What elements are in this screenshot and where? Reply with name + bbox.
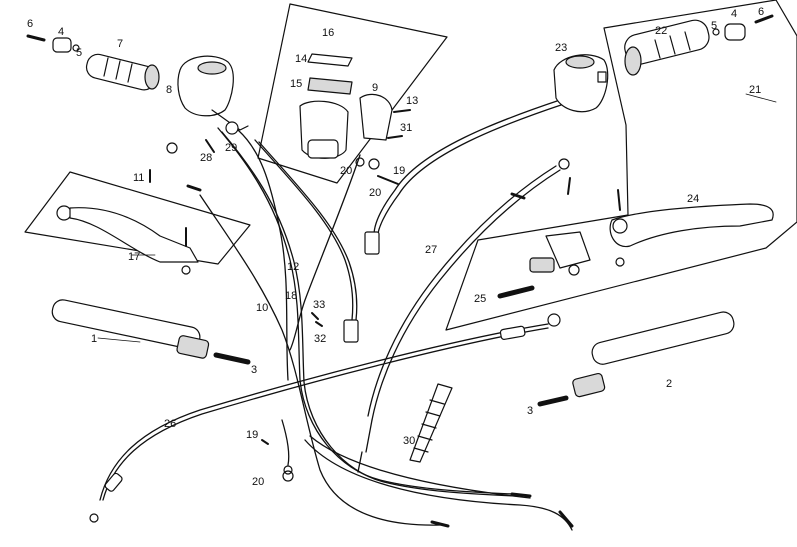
left-grip [85, 53, 160, 91]
part-label: 21 [749, 84, 761, 96]
part-label: 22 [655, 25, 667, 37]
part-label: 31 [400, 122, 412, 134]
part-label: 4 [731, 8, 737, 20]
part-label: 4 [58, 26, 64, 38]
part-label: 6 [758, 6, 764, 18]
part-label: 2 [666, 378, 672, 390]
right-lever [609, 189, 774, 267]
part-label: 6 [27, 18, 33, 30]
lower-cable-a [304, 439, 573, 531]
part-label: 23 [555, 42, 567, 54]
part-label: 27 [425, 244, 437, 256]
throttle-cable-shadow [221, 131, 517, 497]
part-label: 25 [474, 293, 486, 305]
switch-harness-12b [258, 141, 358, 321]
part-label: 19 [246, 429, 258, 441]
throttle-cable [217, 127, 513, 495]
part-label: 20 [369, 187, 381, 199]
part-label: 3 [251, 364, 257, 376]
part-label: 26 [164, 418, 176, 430]
part-label: 7 [117, 38, 123, 50]
part-label: 14 [295, 53, 307, 65]
part-label: 9 [372, 82, 378, 94]
part-label: 13 [406, 95, 418, 107]
part-label: 8 [166, 84, 172, 96]
part-label: 33 [313, 299, 325, 311]
cable-18 [289, 154, 361, 351]
part-label: 16 [322, 27, 334, 39]
bar-end-left [26, 34, 80, 53]
handlebar-left [51, 299, 251, 365]
cable-27-end [357, 419, 373, 473]
part-label: 20 [340, 165, 352, 177]
clutch-cable [199, 194, 441, 526]
part-label: 30 [403, 435, 415, 447]
part-label: 29 [225, 142, 237, 154]
left-lever [56, 205, 199, 275]
handlebar-right [537, 311, 735, 407]
part-label: 11 [133, 172, 144, 184]
bar-end-right [712, 14, 774, 41]
left-switch-housing [177, 55, 249, 135]
cable-27-b [367, 165, 557, 417]
cables [99, 99, 573, 531]
part-label: 3 [527, 405, 533, 417]
switch-harness-right [373, 99, 561, 236]
right-switch-housing [553, 54, 609, 113]
fittings [89, 139, 574, 528]
front-brake-cable [237, 129, 289, 381]
part-label: 12 [287, 261, 299, 273]
part-label: 20 [252, 476, 264, 488]
master-cylinder [299, 53, 411, 159]
switch-assembly-frame [257, 3, 448, 184]
cable-27 [371, 169, 561, 421]
right-grip [624, 19, 710, 76]
part-label: 1 [91, 333, 97, 345]
part-labels: 6 4 5 7 8 16 14 15 9 13 31 29 28 11 20 1… [27, 6, 764, 488]
switch-harness-right-b [377, 103, 565, 236]
spring [409, 383, 453, 463]
part-label: 5 [711, 20, 717, 32]
left-lever-frame [24, 171, 251, 265]
part-label: 17 [128, 251, 140, 263]
lever-bracket [497, 231, 591, 299]
choke-cable-26 [99, 323, 549, 501]
switch-harness-12 [254, 139, 354, 321]
part-label: 24 [687, 193, 699, 205]
part-label: 5 [76, 47, 82, 59]
part-label: 15 [290, 78, 302, 90]
right-grip-lever-frame [445, 0, 797, 331]
leader-lines [97, 93, 777, 343]
part-label: 10 [256, 302, 268, 314]
lower-cable-b [309, 435, 531, 499]
part-label: 32 [314, 333, 326, 345]
brake-hose-front [281, 419, 290, 466]
part-label: 19 [393, 165, 405, 177]
part-label: 18 [285, 290, 297, 302]
choke-cable-26-b [102, 327, 549, 501]
part-label: 28 [200, 152, 212, 164]
